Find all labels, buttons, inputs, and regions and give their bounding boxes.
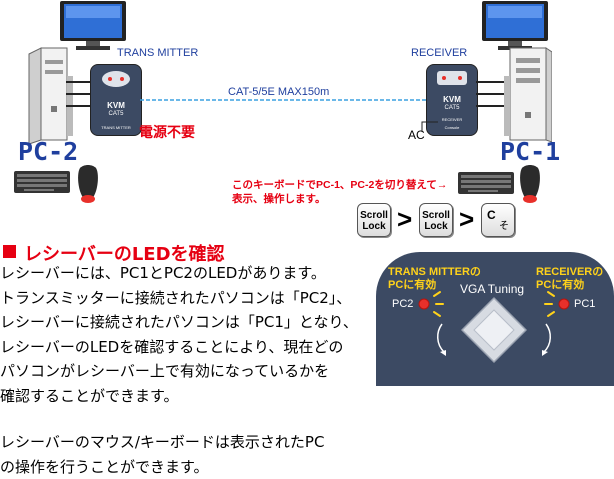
c-key: C そ bbox=[481, 203, 515, 237]
no-power-label: 電源不要 bbox=[139, 122, 195, 142]
key-separator-1: > bbox=[397, 204, 412, 235]
transmitter-device: KVM CAT5 TRANS MITTER bbox=[90, 64, 142, 136]
pc1-mouse bbox=[518, 164, 542, 204]
paragraph-1-line-3: レシーバーに接続されたパソコンは「PC1」となり、 bbox=[0, 310, 358, 335]
keyboard-note-line2: 表示、操作します。 bbox=[232, 191, 325, 206]
receiver-leds-icon bbox=[435, 69, 469, 89]
key-1-line1: Scroll bbox=[358, 210, 390, 221]
pc1-led-glow-icon bbox=[545, 292, 554, 316]
receiver-logo-bottom: CAT5 bbox=[427, 105, 477, 111]
paragraph-1-line-2: トランスミッターに接続されたパソコンは「PC2」、 bbox=[0, 286, 358, 311]
receiver-label: RECEIVER bbox=[411, 47, 467, 59]
key-3-line2: そ bbox=[487, 221, 514, 232]
transmitter-logo-bottom: CAT5 bbox=[91, 111, 141, 117]
pc1-label: PC-1 bbox=[500, 137, 560, 166]
paragraph-1-line-6: 確認することができます。 bbox=[0, 384, 358, 409]
key-3-line1: C bbox=[487, 210, 514, 221]
ac-cable bbox=[420, 118, 440, 134]
transmitter-caption: TRANS MITTER bbox=[91, 125, 141, 130]
pc2-monitor bbox=[58, 0, 128, 50]
pc2-keyboard bbox=[14, 171, 70, 193]
dpad-icon bbox=[462, 298, 526, 362]
rotate-left-icon bbox=[438, 324, 444, 352]
transmitter-face-icon bbox=[100, 69, 132, 95]
pc2-label: PC-2 bbox=[18, 137, 78, 166]
scroll-lock-key-1: Scroll Lock bbox=[357, 203, 391, 237]
rotate-right-icon bbox=[544, 324, 550, 352]
key-1-line2: Lock bbox=[358, 221, 390, 232]
pc1-tower bbox=[500, 46, 552, 144]
section-title-marker bbox=[3, 245, 16, 258]
paragraph-1-line-5: パソコンがレシーバー上で有効になっているかを bbox=[0, 359, 358, 384]
paragraph-1-line-4: レシーバーのLEDを確認することにより、現在どの bbox=[0, 335, 358, 360]
section-paragraph-2: レシーバーのマウス/キーボードは表示されたPC の操作を行うことができます。 bbox=[0, 430, 324, 479]
pc2-mouse bbox=[76, 164, 100, 204]
pc2-led-glow-icon bbox=[434, 292, 443, 316]
receiver-logo-top: KVM bbox=[427, 95, 477, 104]
pc2-led-icon bbox=[419, 299, 429, 309]
transmitter-logo-top: KVM bbox=[91, 101, 141, 110]
keyboard-note-line1: このキーボードでPC-1、PC-2を切り替えて→ bbox=[232, 177, 447, 192]
scroll-lock-key-2: Scroll Lock bbox=[419, 203, 453, 237]
section-paragraph-1: レシーバーには、PC1とPC2のLEDがあります。 トランスミッターに接続された… bbox=[0, 261, 358, 408]
paragraph-2-line-2: の操作を行うことができます。 bbox=[0, 455, 324, 479]
cable-label: CAT-5/5E MAX150m bbox=[228, 86, 329, 98]
panel-graphics bbox=[376, 252, 614, 386]
key-2-line2: Lock bbox=[420, 221, 452, 232]
pc1-monitor bbox=[480, 0, 550, 50]
paragraph-2-line-1: レシーバーのマウス/キーボードは表示されたPC bbox=[0, 430, 324, 455]
receiver-panel: TRANS MITTERの PCに有効 RECEIVERの PCに有効 VGA … bbox=[376, 252, 614, 386]
key-separator-2: > bbox=[459, 204, 474, 235]
pc1-led-icon bbox=[559, 299, 569, 309]
key-2-line1: Scroll bbox=[420, 210, 452, 221]
transmitter-label: TRANS MITTER bbox=[117, 47, 198, 59]
pc1-keyboard bbox=[458, 172, 514, 194]
paragraph-1-line-1: レシーバーには、PC1とPC2のLEDがあります。 bbox=[0, 261, 358, 286]
